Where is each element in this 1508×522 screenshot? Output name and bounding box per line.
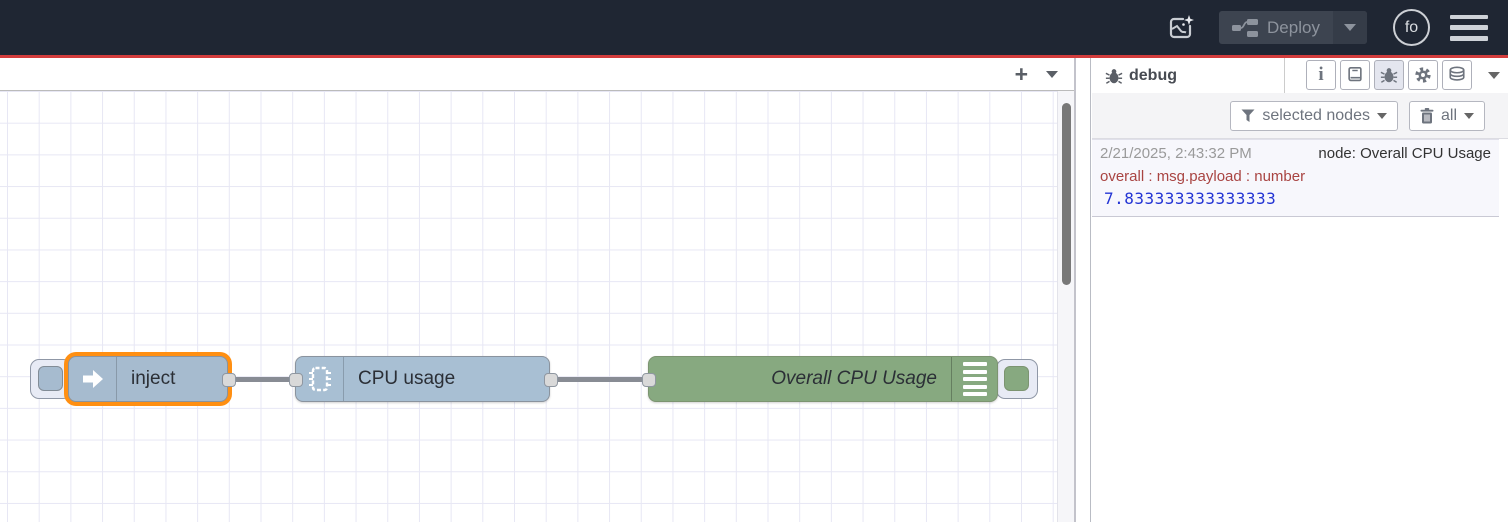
- clear-button[interactable]: all: [1408, 100, 1485, 131]
- sidebar: debug i: [1090, 58, 1508, 522]
- sidebar-options-caret[interactable]: [1488, 71, 1500, 79]
- config-nodes-button[interactable]: [1408, 60, 1438, 90]
- gear-icon: [1415, 67, 1431, 83]
- node-overall-cpu-usage[interactable]: Overall CPU Usage: [642, 356, 998, 402]
- assistant-icon[interactable]: [1159, 8, 1203, 48]
- cpu-output-port[interactable]: [544, 373, 558, 387]
- context-data-button[interactable]: [1442, 60, 1472, 90]
- avatar-initials: fo: [1404, 18, 1419, 36]
- debug-message-list: 2/21/2025, 2:43:32 PM node: Overall CPU …: [1092, 139, 1508, 522]
- debug-toggle-button[interactable]: [996, 359, 1038, 399]
- funnel-icon: [1241, 109, 1255, 122]
- tab-debug[interactable]: debug: [1093, 58, 1285, 93]
- cpu-icon: [296, 357, 344, 401]
- node-label: Overall CPU Usage: [771, 368, 937, 389]
- wire-cpu-debug[interactable]: [548, 376, 650, 382]
- add-flow-button[interactable]: +: [1014, 61, 1028, 87]
- sidebar-toolbar: i: [1306, 60, 1500, 90]
- user-avatar[interactable]: fo: [1393, 9, 1430, 46]
- node-label: inject: [131, 368, 176, 389]
- debug-list-icon: [951, 357, 997, 401]
- info-icon: i: [1318, 64, 1324, 85]
- debug-filter-row: selected nodes all: [1092, 93, 1508, 139]
- filter-button-label: selected nodes: [1262, 106, 1370, 124]
- chevron-down-icon: [1376, 112, 1387, 119]
- inject-output-port[interactable]: [222, 373, 236, 387]
- node-label: CPU usage: [358, 368, 456, 389]
- deploy-button[interactable]: Deploy: [1219, 11, 1367, 44]
- debug-input-port[interactable]: [642, 373, 656, 387]
- inject-icon: [69, 357, 117, 401]
- flow-tabbar: +: [0, 58, 1074, 91]
- main-menu-icon[interactable]: [1450, 14, 1488, 41]
- trash-icon: [1420, 107, 1434, 123]
- deploy-label: Deploy: [1267, 17, 1320, 37]
- message-property: overall : msg.payload : number: [1100, 168, 1306, 185]
- cpu-input-port[interactable]: [289, 373, 303, 387]
- info-button[interactable]: i: [1306, 60, 1336, 90]
- node-inject[interactable]: inject: [68, 356, 236, 402]
- database-icon: [1449, 66, 1465, 81]
- workspace: + inject: [0, 58, 1076, 522]
- chevron-down-icon: [1344, 24, 1356, 31]
- sidebar-tabbar: debug i: [1091, 58, 1508, 93]
- help-button[interactable]: [1340, 60, 1370, 90]
- tab-debug-label: debug: [1129, 66, 1177, 84]
- wire-inject-cpu[interactable]: [228, 376, 298, 382]
- message-value: 7.833333333333333: [1104, 189, 1277, 208]
- flow-canvas[interactable]: inject CPU usage: [0, 91, 1074, 522]
- flow-list-caret[interactable]: [1046, 71, 1058, 78]
- deploy-options-caret[interactable]: [1333, 11, 1367, 44]
- debug-message: 2/21/2025, 2:43:32 PM node: Overall CPU …: [1092, 139, 1499, 217]
- bug-icon: [1380, 68, 1398, 83]
- bug-icon: [1105, 68, 1123, 84]
- debug-messages-button[interactable]: [1374, 60, 1404, 90]
- clear-button-label: all: [1440, 106, 1457, 124]
- chevron-down-icon: [1464, 112, 1474, 119]
- inject-trigger-button[interactable]: [30, 359, 72, 399]
- canvas-scrollbar-thumb[interactable]: [1062, 103, 1071, 285]
- header: Deploy fo: [0, 0, 1508, 58]
- main-area: + inject: [0, 58, 1508, 522]
- filter-button[interactable]: selected nodes: [1230, 100, 1398, 131]
- message-timestamp: 2/21/2025, 2:43:32 PM: [1100, 145, 1252, 162]
- node-cpu-usage[interactable]: CPU usage: [289, 356, 558, 402]
- deploy-icon: [1232, 18, 1259, 37]
- message-source-node: node: Overall CPU Usage: [1318, 145, 1491, 162]
- book-icon: [1348, 66, 1362, 82]
- canvas-scrollbar[interactable]: [1057, 91, 1074, 522]
